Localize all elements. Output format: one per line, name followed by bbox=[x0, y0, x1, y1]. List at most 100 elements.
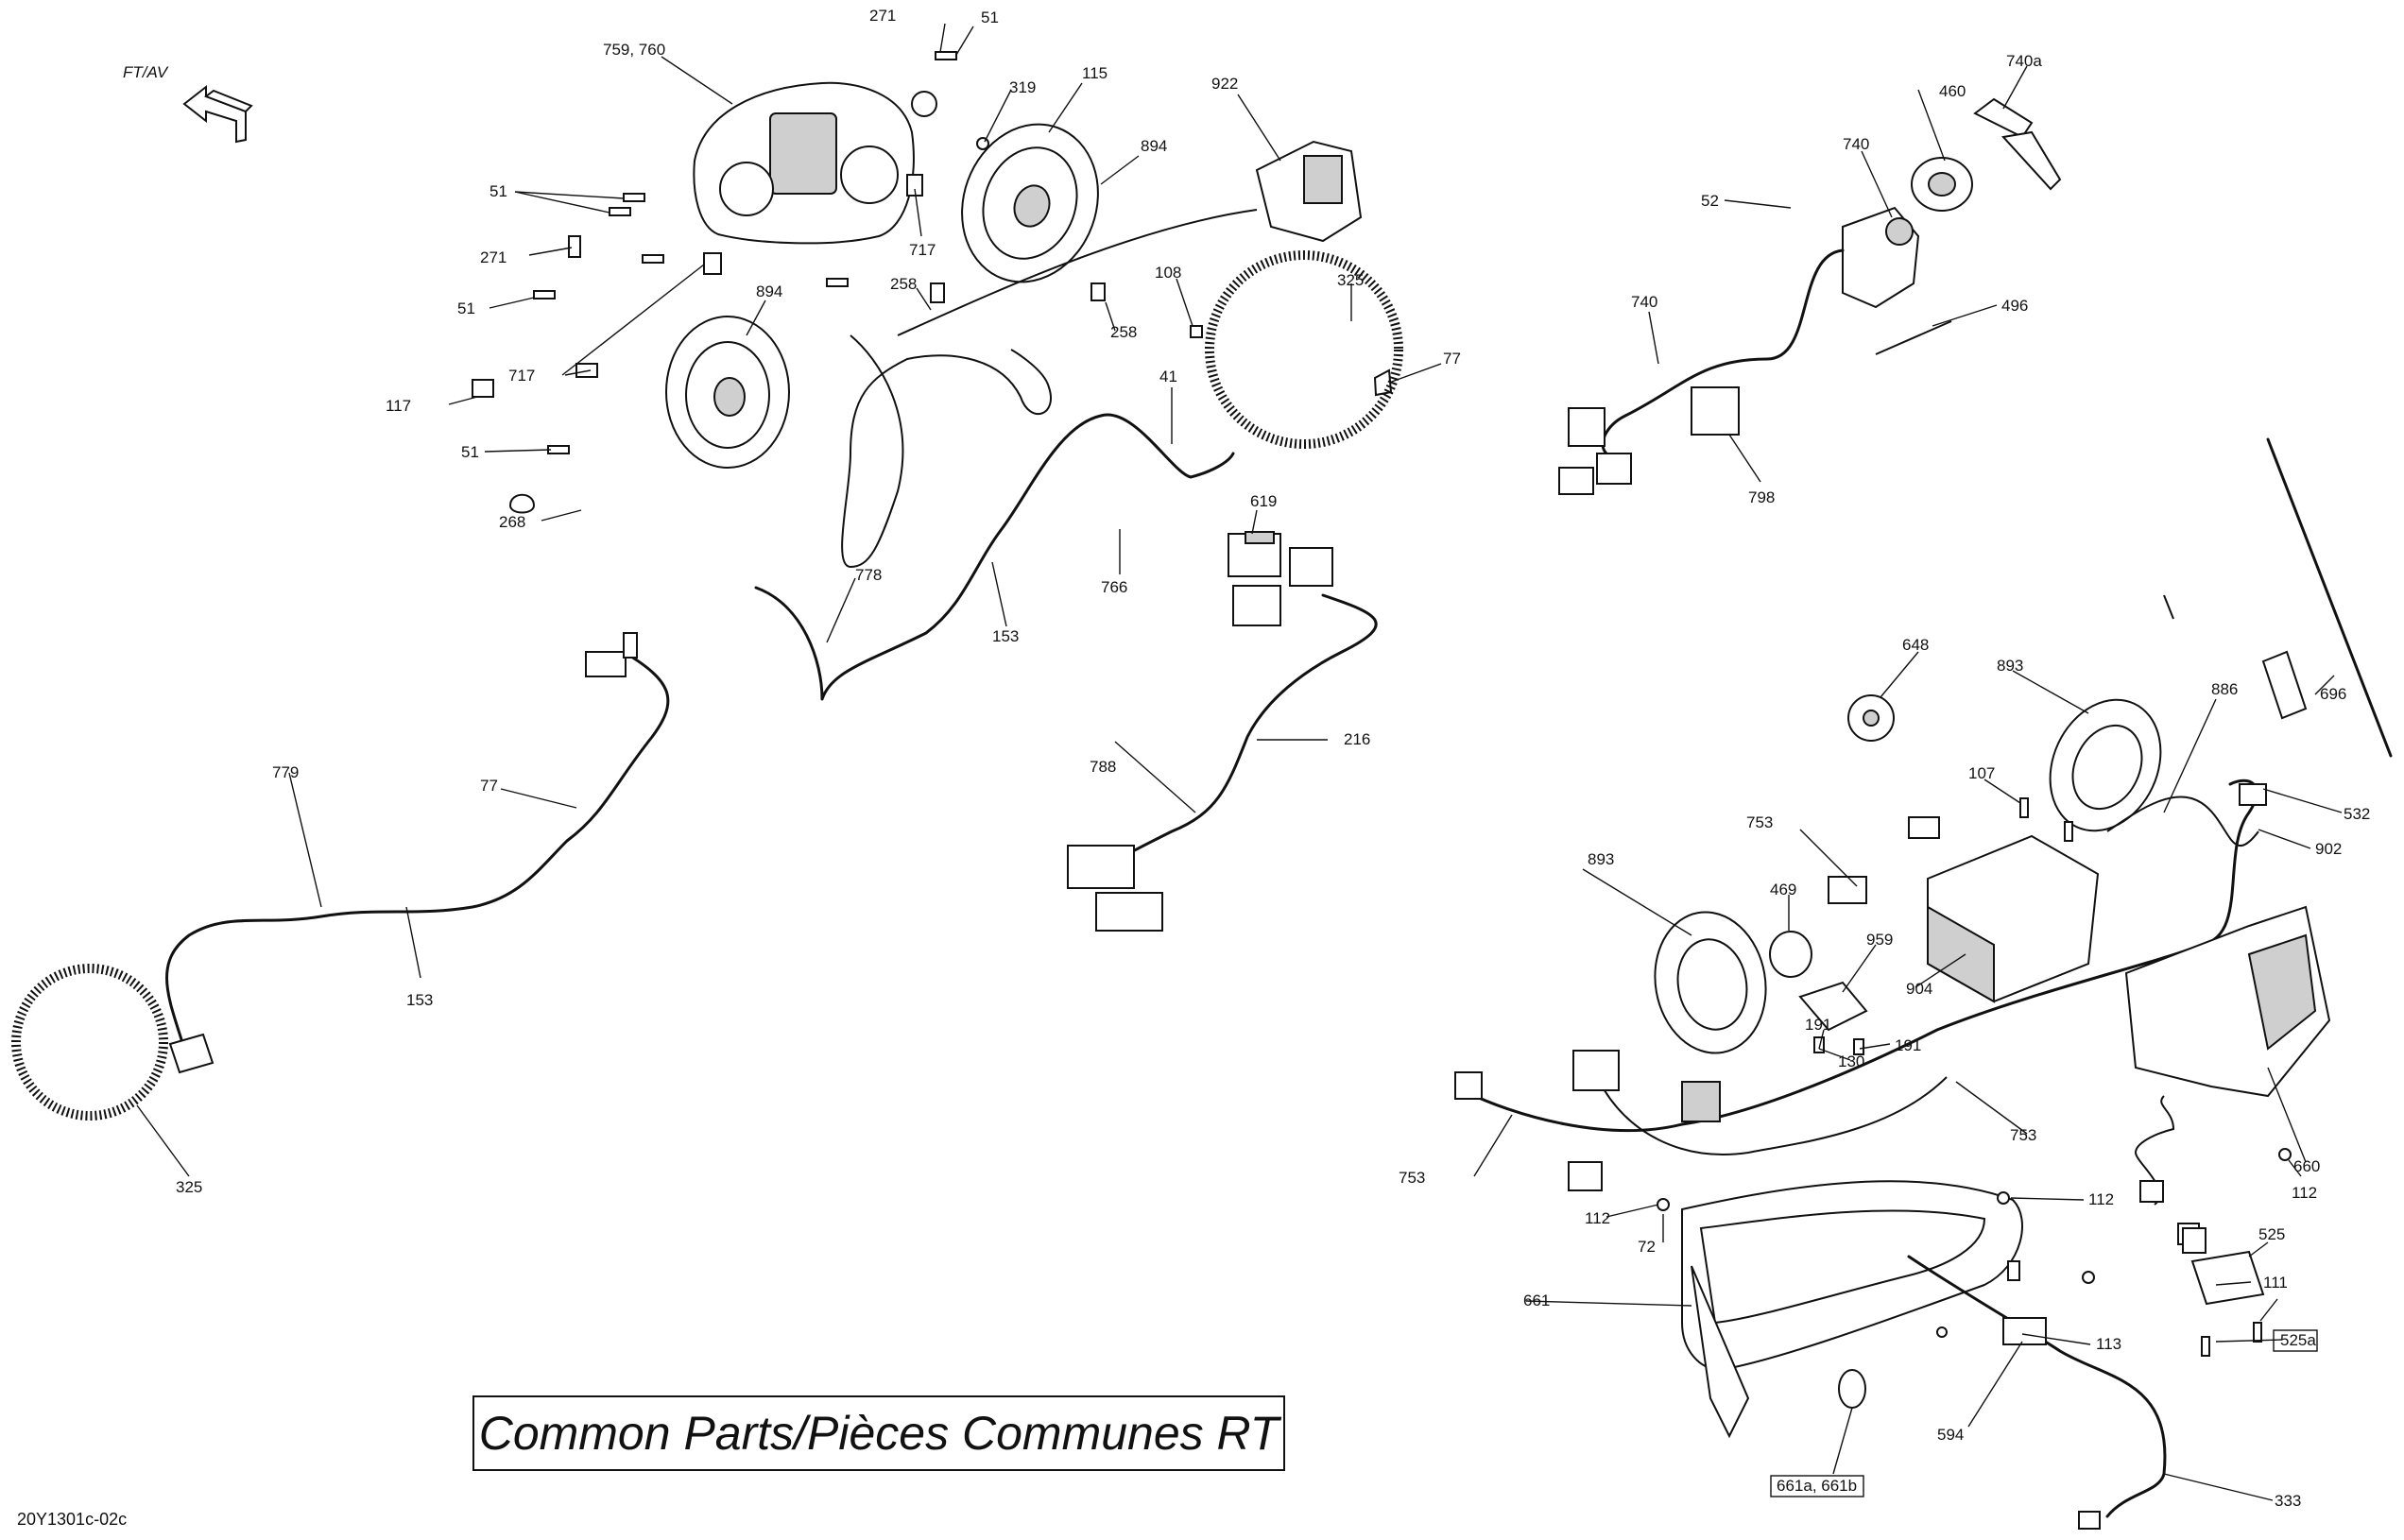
antenna-mount bbox=[2261, 650, 2308, 720]
callout-333: 333 bbox=[2275, 1492, 2301, 1510]
callout-115: 115 bbox=[1082, 64, 1108, 82]
12v-socket-469 bbox=[1769, 931, 1812, 978]
callout-894-lower: 894 bbox=[756, 282, 782, 300]
callout-113: 113 bbox=[2096, 1335, 2121, 1353]
dash-connectors bbox=[1454, 783, 2267, 1191]
harness-594-333 bbox=[1907, 1255, 2167, 1530]
callout-759-760: 759, 760 bbox=[603, 41, 665, 59]
switch-cable bbox=[897, 209, 1258, 336]
callout-740a: 740a bbox=[2006, 52, 2042, 70]
speaker-894-upper bbox=[961, 123, 1099, 283]
callout-77-lower: 77 bbox=[480, 777, 498, 795]
callout-779: 779 bbox=[272, 763, 299, 781]
glovebox-661 bbox=[1681, 1180, 2023, 1439]
callout-108: 108 bbox=[1155, 264, 1181, 282]
harness-753-branch bbox=[1596, 1076, 1948, 1155]
connectors-740 bbox=[1558, 386, 1740, 495]
callout-788: 788 bbox=[1090, 758, 1116, 776]
harness-740 bbox=[1601, 248, 1845, 455]
antenna-base bbox=[2163, 594, 2174, 620]
callout-117: 117 bbox=[386, 397, 411, 415]
callout-532: 532 bbox=[2344, 805, 2370, 823]
callout-191-left: 191 bbox=[1805, 1016, 1831, 1034]
callout-894-upper: 894 bbox=[1141, 137, 1167, 155]
harness-779 bbox=[165, 650, 670, 1051]
callout-258-left: 258 bbox=[890, 275, 917, 293]
callout-469: 469 bbox=[1770, 881, 1796, 898]
drawing-code: 20Y1301c-02c bbox=[17, 1510, 128, 1529]
small-parts-right bbox=[1657, 797, 2292, 1357]
callout-766: 766 bbox=[1101, 578, 1127, 596]
callout-778: 778 bbox=[855, 566, 882, 584]
callout-740-lower: 740 bbox=[1631, 293, 1657, 311]
callout-661: 661 bbox=[1523, 1292, 1550, 1309]
callout-922: 922 bbox=[1211, 75, 1238, 93]
callout-325-lower: 325 bbox=[176, 1178, 202, 1196]
cover-648 bbox=[1847, 694, 1895, 742]
callout-51-b: 51 bbox=[457, 299, 475, 317]
callout-107: 107 bbox=[1968, 764, 1995, 782]
callout-959: 959 bbox=[1866, 931, 1893, 949]
harness-753 bbox=[1463, 779, 2258, 1132]
speaker-893-right bbox=[2049, 698, 2162, 832]
module-525 bbox=[2182, 1227, 2265, 1306]
callout-51-c: 51 bbox=[461, 443, 479, 461]
callout-box-525a bbox=[2273, 1329, 2318, 1352]
callout-798: 798 bbox=[1748, 488, 1775, 506]
callout-112-right: 112 bbox=[2292, 1184, 2317, 1202]
callout-111: 111 bbox=[2263, 1274, 2288, 1292]
callout-740-upper: 740 bbox=[1843, 135, 1869, 153]
harness-788 bbox=[1104, 593, 1378, 871]
front-direction-arrow-icon bbox=[182, 84, 253, 144]
antenna-696 bbox=[2266, 437, 2393, 758]
callout-271-left: 271 bbox=[480, 248, 507, 266]
callout-268: 268 bbox=[499, 513, 525, 531]
harness-886 bbox=[2106, 796, 2259, 847]
callout-717-lower: 717 bbox=[508, 367, 535, 385]
callout-112-left: 112 bbox=[1585, 1209, 1610, 1227]
keys-740a bbox=[1973, 97, 2062, 191]
callout-753-left: 753 bbox=[1399, 1169, 1425, 1187]
relay-block-619 bbox=[1228, 531, 1333, 626]
instrument-cluster bbox=[693, 81, 937, 245]
tone-ring-325-upper bbox=[1205, 250, 1403, 449]
callout-51-a: 51 bbox=[489, 182, 507, 200]
ignition-bezel-460 bbox=[1911, 157, 1973, 212]
bulb-661a-661b bbox=[1838, 1369, 1866, 1409]
harness-778 bbox=[754, 413, 1235, 701]
callout-77-upper: 77 bbox=[1443, 350, 1461, 368]
callout-648: 648 bbox=[1902, 636, 1929, 654]
handlebar-switch-922 bbox=[1255, 140, 1363, 243]
callout-258-right: 258 bbox=[1110, 323, 1137, 341]
callout-130: 130 bbox=[1838, 1052, 1864, 1070]
callout-51-top: 51 bbox=[981, 9, 999, 26]
callout-902: 902 bbox=[2315, 840, 2342, 858]
ignition-switch-740 bbox=[1842, 206, 1920, 309]
callout-753-mid: 753 bbox=[2010, 1126, 2036, 1144]
callout-112-center: 112 bbox=[2088, 1190, 2114, 1208]
callout-72: 72 bbox=[1638, 1238, 1656, 1256]
callout-594: 594 bbox=[1937, 1426, 1964, 1444]
callout-696: 696 bbox=[2320, 685, 2346, 703]
callout-153-upper: 153 bbox=[992, 627, 1019, 645]
callout-893-left: 893 bbox=[1588, 850, 1614, 868]
callout-525a: 525a bbox=[2280, 1331, 2316, 1349]
callout-labels: 271 51 759, 760 319 115 922 894 51 271 7… bbox=[176, 7, 2370, 1510]
callout-525: 525 bbox=[2258, 1225, 2285, 1243]
diagram-title-box: Common Parts/Pièces Communes RT bbox=[472, 1395, 1285, 1471]
tone-ring-325-lower bbox=[11, 964, 168, 1121]
callout-496: 496 bbox=[2001, 297, 2028, 315]
callout-41: 41 bbox=[1159, 368, 1177, 385]
callout-325-upper: 325 bbox=[1337, 271, 1364, 289]
callout-153-lower: 153 bbox=[406, 991, 433, 1009]
callout-717-upper: 717 bbox=[909, 241, 936, 259]
connector-779-end bbox=[168, 632, 638, 1074]
amplifier-904 bbox=[1927, 834, 2100, 1003]
callout-52: 52 bbox=[1701, 192, 1719, 210]
speaker-894-lower bbox=[665, 316, 790, 469]
harness-778-branch bbox=[841, 334, 1052, 569]
callout-319: 319 bbox=[1009, 78, 1036, 96]
callout-661a-661b: 661a, 661b bbox=[1777, 1477, 1857, 1495]
callout-886: 886 bbox=[2211, 680, 2238, 698]
